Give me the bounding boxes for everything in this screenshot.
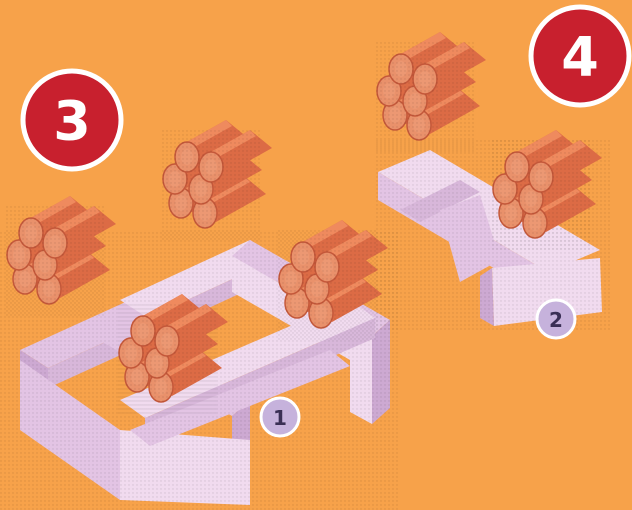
- svg-text:1: 1: [273, 406, 287, 430]
- log-stack-right: [278, 220, 388, 340]
- svg-text:3: 3: [53, 90, 91, 153]
- step-badge-4: 4: [531, 7, 629, 105]
- log-stack-back: [162, 120, 272, 240]
- log-stack-upper: [376, 32, 486, 152]
- log-stack-front: [118, 294, 228, 414]
- part-marker-2: 2: [537, 300, 575, 338]
- frame-assembly-1: 1: [0, 120, 400, 510]
- step-badge-3: 3: [23, 71, 121, 169]
- log-stack-lower: [492, 130, 602, 250]
- log-stack-left: [6, 196, 116, 316]
- part-marker-1: 1: [261, 398, 299, 436]
- svg-text:4: 4: [561, 26, 599, 89]
- svg-text:2: 2: [549, 308, 563, 332]
